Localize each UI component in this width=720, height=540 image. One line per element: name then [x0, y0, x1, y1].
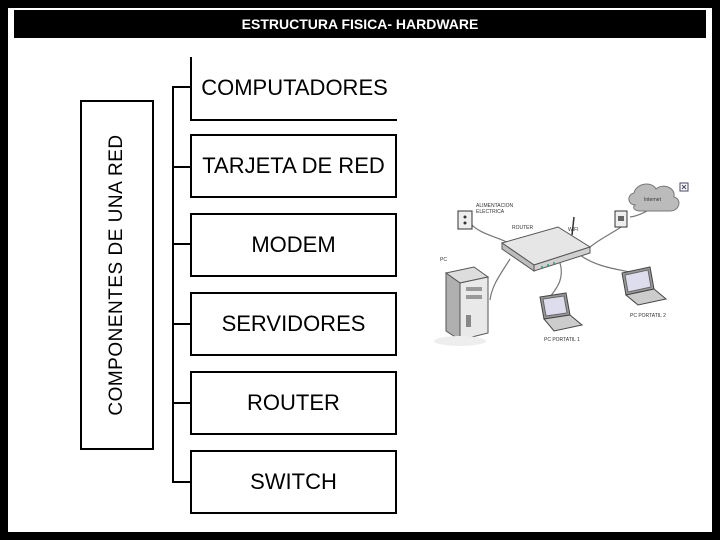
page-title: ESTRUCTURA FISICA- HARDWARE	[14, 10, 706, 38]
router-icon	[500, 216, 592, 272]
wall-jack-icon	[614, 210, 628, 228]
router-label: ROUTER	[512, 225, 534, 231]
category-label: COMPONENTES DE UNA RED	[106, 134, 127, 416]
laptop-2-icon	[621, 266, 668, 306]
frame-top	[0, 0, 720, 8]
branch-line-tarjeta-de-red	[172, 166, 190, 168]
category-box	[80, 100, 154, 450]
pc-tower-icon	[434, 266, 490, 346]
pc-label: PC	[440, 257, 447, 263]
cloud-icon	[628, 183, 680, 212]
close-icon	[679, 182, 689, 192]
power-outlet-icon	[457, 210, 473, 230]
node-servidores: SERVIDORES	[190, 292, 397, 356]
node-modem: MODEM	[190, 213, 397, 277]
branch-line-servidores	[172, 323, 190, 325]
tree-trunk-line	[172, 86, 174, 482]
branch-line-router	[172, 402, 190, 404]
node-computadores: COMPUTADORES	[190, 57, 397, 121]
branch-line-modem	[172, 243, 190, 245]
laptop-1-icon	[539, 292, 584, 332]
branch-line-computadores	[172, 86, 190, 88]
laptop-2-label: PC PORTATIL 2	[630, 313, 666, 319]
wifi-label: WIFI	[568, 227, 579, 233]
node-tarjeta-de-red: TARJETA DE RED	[190, 134, 397, 198]
frame-right	[712, 0, 720, 540]
network-illustration: ALIMENTACION ELECTRICA ROUTER WIFI Inter…	[434, 182, 689, 346]
node-switch: SWITCH	[190, 450, 397, 514]
power-label-1: ALIMENTACION	[476, 203, 514, 209]
laptop-1-label: PC PORTATIL 1	[544, 337, 580, 343]
frame-left	[0, 0, 8, 540]
branch-line-switch	[172, 481, 190, 483]
frame-bottom	[0, 532, 720, 540]
cloud-label: Internet	[644, 197, 662, 203]
node-router: ROUTER	[190, 371, 397, 435]
power-label-2: ELECTRICA	[476, 209, 505, 215]
